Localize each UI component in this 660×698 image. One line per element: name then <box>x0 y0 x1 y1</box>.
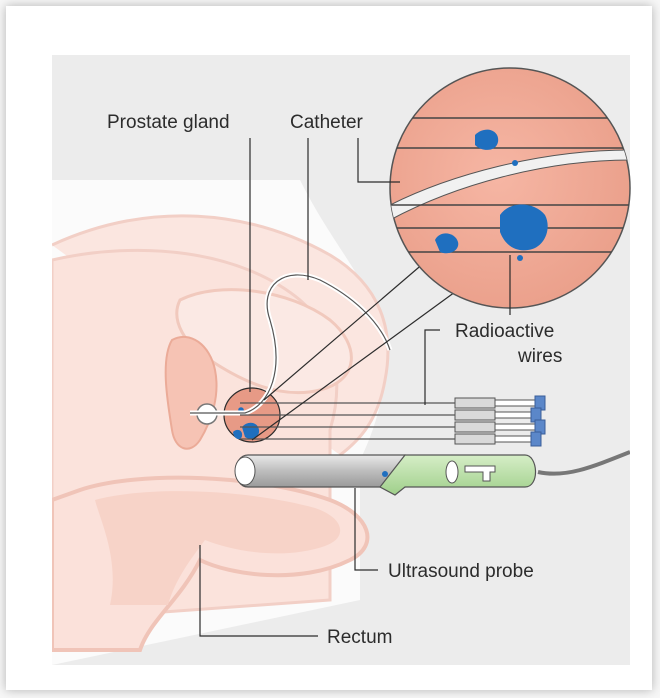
label-wires: wires <box>517 346 562 367</box>
zoom-tumour-2 <box>512 160 518 166</box>
needle-connectors <box>455 396 545 446</box>
leader-radioactive <box>425 330 440 405</box>
zoom-tumour-3 <box>500 204 548 250</box>
zoom-tumour-1 <box>475 130 498 150</box>
label-radioactive: Radioactive <box>455 321 554 342</box>
label-catheter: Catheter <box>290 112 364 133</box>
label-ultrasound-probe: Ultrasound probe <box>388 561 534 582</box>
label-prostate-gland: Prostate gland <box>107 112 230 133</box>
label-rectum: Rectum <box>327 627 392 648</box>
zoom-tumour-5 <box>517 255 523 261</box>
